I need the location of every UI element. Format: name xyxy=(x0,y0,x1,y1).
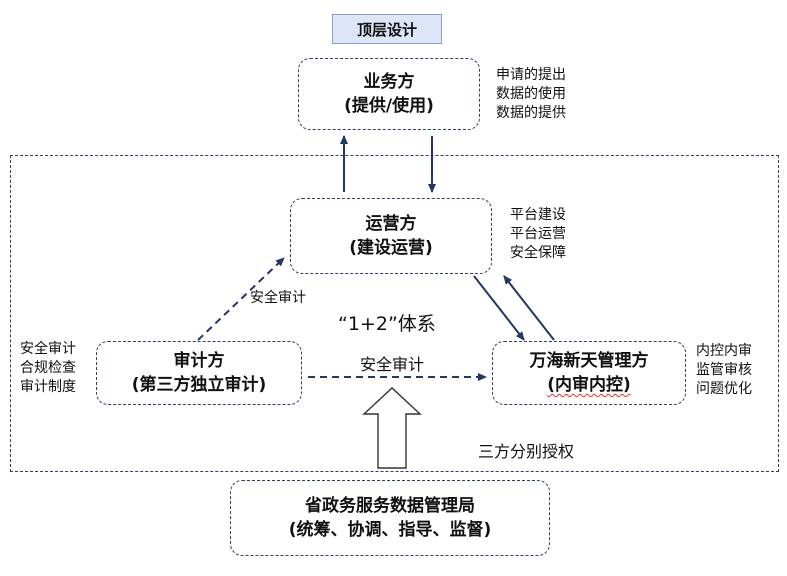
edge-label-auditor-manager: 安全审计 xyxy=(360,355,425,374)
manager-note: 问题优化 xyxy=(696,381,752,397)
business-subtitle: (提供/使用) xyxy=(344,96,434,116)
auditor-note: 合规检查 xyxy=(20,360,76,376)
auditor-subtitle: (第三方独立审计) xyxy=(131,375,267,395)
operator-node: 运营方 (建设运营) xyxy=(290,198,492,274)
arrow-manager-to-operator xyxy=(503,275,555,341)
business-title: 业务方 xyxy=(363,72,415,92)
authorization-arrow xyxy=(362,387,422,469)
system-label: “1+2”体系 xyxy=(338,313,436,335)
business-node: 业务方 (提供/使用) xyxy=(298,58,480,130)
operator-notes: 平台建设 平台运营 安全保障 xyxy=(510,206,566,263)
authority-title: 省政务服务数据管理局 xyxy=(305,496,475,516)
business-note: 数据的提供 xyxy=(496,105,566,121)
operator-note: 平台建设 xyxy=(510,207,566,223)
edge-label-auditor-operator: 安全审计 xyxy=(250,290,306,306)
arrow-auditor-to-operator xyxy=(197,257,285,341)
business-note: 数据的使用 xyxy=(496,86,566,102)
arrow-operator-to-manager xyxy=(473,275,525,341)
business-note: 申请的提出 xyxy=(496,67,566,83)
auditor-node: 审计方 (第三方独立审计) xyxy=(96,341,302,405)
manager-note: 内控内审 xyxy=(696,343,752,359)
manager-note: 监管审核 xyxy=(696,362,752,378)
operator-title: 运营方 xyxy=(365,214,417,234)
operator-subtitle: (建设运营) xyxy=(349,238,433,258)
top-design-label: 顶层设计 xyxy=(332,14,442,44)
auditor-title: 审计方 xyxy=(173,351,225,371)
manager-title: 万海新天管理方 xyxy=(529,351,649,371)
auditor-note: 安全审计 xyxy=(20,341,76,357)
business-notes: 申请的提出 数据的使用 数据的提供 xyxy=(496,66,566,123)
operator-note: 平台运营 xyxy=(510,226,566,242)
manager-node: 万海新天管理方 (内审内控) xyxy=(492,341,686,405)
system-frame xyxy=(10,155,779,472)
auditor-note: 审计制度 xyxy=(20,379,76,395)
authority-node: 省政务服务数据管理局 (统筹、协调、指导、监督) xyxy=(230,480,550,556)
auditor-notes: 安全审计 合规检查 审计制度 xyxy=(20,340,76,397)
manager-subtitle: (内审内控) xyxy=(547,375,631,395)
manager-notes: 内控内审 监管审核 问题优化 xyxy=(696,342,752,399)
operator-note: 安全保障 xyxy=(510,245,566,261)
authority-subtitle: (统筹、协调、指导、监督) xyxy=(288,520,492,540)
authorization-label: 三方分别授权 xyxy=(478,442,575,461)
